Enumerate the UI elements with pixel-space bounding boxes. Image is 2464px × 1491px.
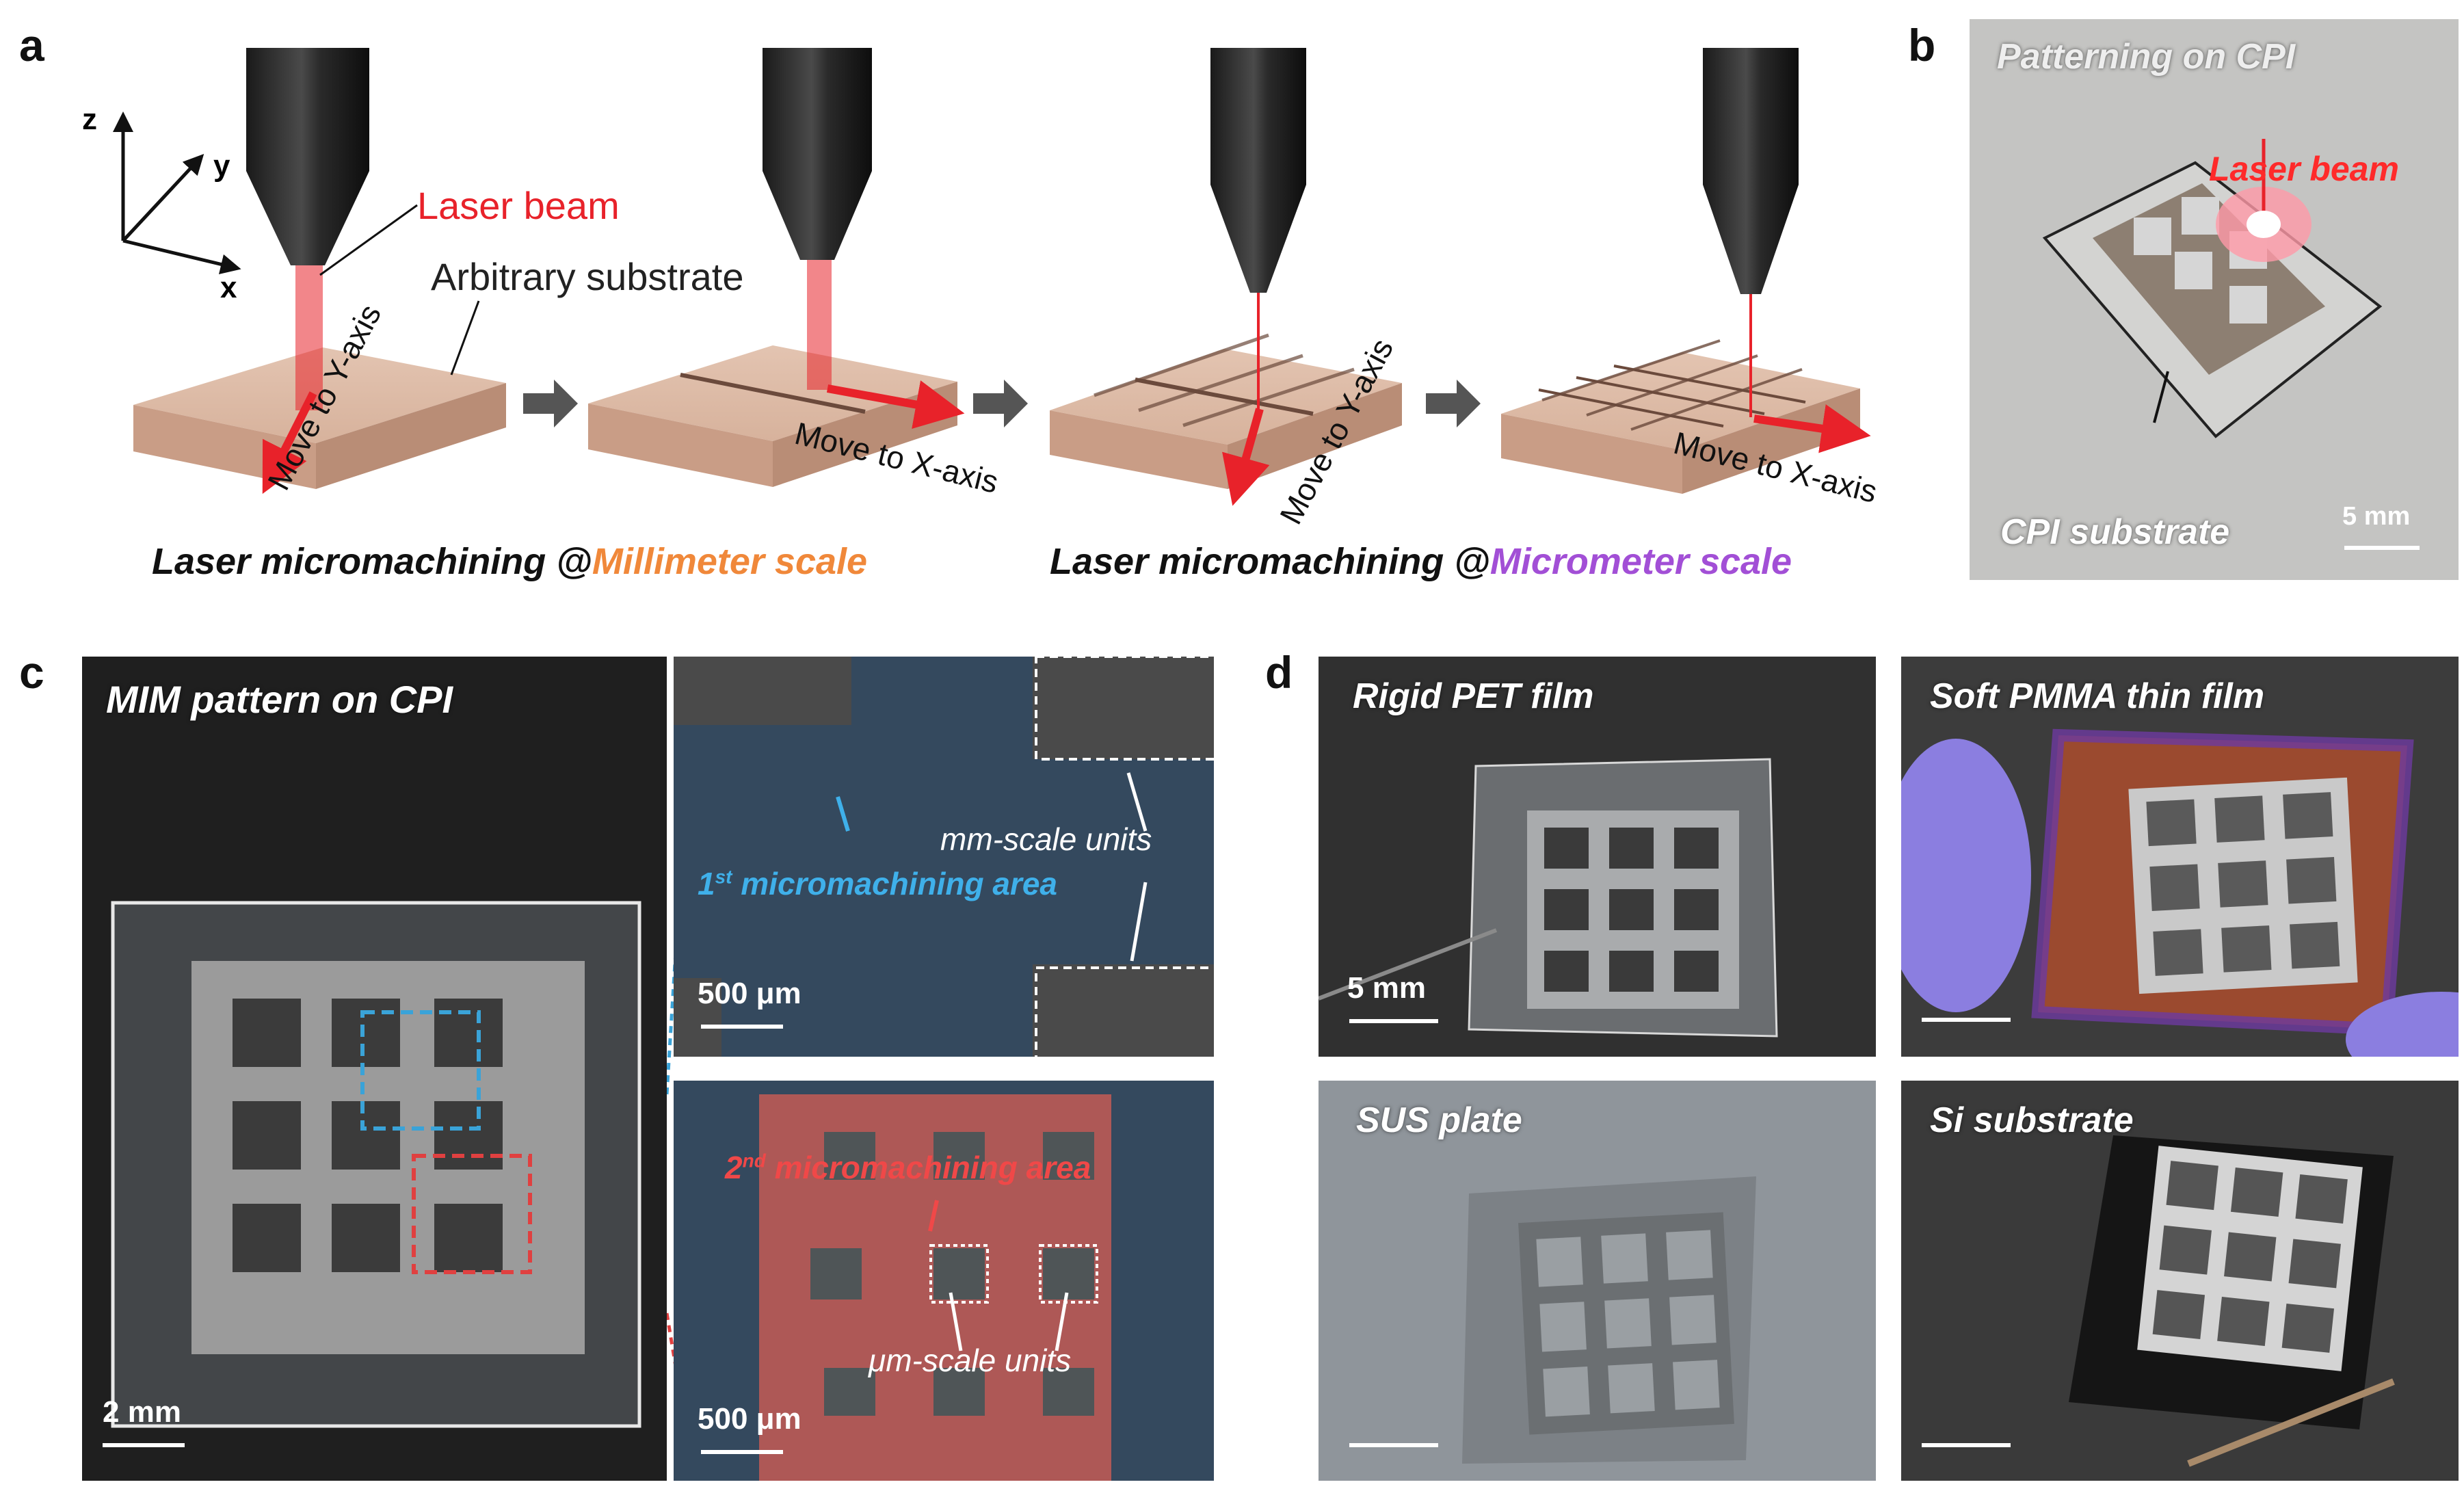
axis-z-label: z: [82, 103, 97, 136]
panel-c-scale-bar: [103, 1443, 185, 1447]
panel-d-pet-title: Rigid PET film: [1353, 676, 1594, 716]
bottom-inset-scale-bar: [701, 1450, 783, 1454]
laser-beam-1: [295, 265, 323, 410]
arbitrary-substrate-label: Arbitrary substrate: [431, 255, 744, 298]
panel-c-title: MIM pattern on CPI: [106, 678, 453, 721]
panel-c-top-inset: 1st micromachining area mm-scale units 5…: [674, 657, 1214, 1057]
top-inset-scale-label: 500 μm: [698, 977, 802, 1010]
panel-c-scale-label: 2 mm: [103, 1395, 181, 1429]
panel-d-sus-scale-bar: [1349, 1443, 1438, 1447]
nozzle-1: [246, 48, 369, 265]
top-inset-scale-bar: [701, 1025, 783, 1029]
substrate-block-4: [1501, 339, 1860, 494]
step-arrow-1: [523, 380, 578, 427]
panel-d-pmma-title: Soft PMMA thin film: [1930, 676, 2265, 716]
panel-b-title: Patterning on CPI: [1997, 37, 2296, 77]
caption-millimeter: Laser micromachining @Millimeter scale: [152, 541, 868, 582]
arrow-x-1: [826, 380, 965, 429]
laser-beam-2: [807, 260, 832, 390]
panel-b-laser-beam: Laser beam: [2209, 150, 2399, 188]
panel-b-scale-label: 5 mm: [2342, 502, 2411, 531]
panel-d-pet-scale-bar: [1349, 1019, 1438, 1023]
panel-d-pmma-scale-bar: [1922, 1018, 2011, 1022]
panel-d-sus-title: SUS plate: [1356, 1100, 1522, 1140]
caption-micrometer: Laser micromachining @Micrometer scale: [1050, 541, 1792, 582]
panel-d-sus-photo: SUS plate: [1319, 1081, 1876, 1481]
substrate-block-2: [588, 345, 957, 487]
panel-label-b: b: [1908, 20, 1936, 70]
um-scale-units-label: μm-scale units: [869, 1343, 1072, 1378]
panel-c-main-photo: MIM pattern on CPI 2 mm: [82, 657, 667, 1481]
panel-b-cpi-substrate: CPI substrate: [2000, 512, 2230, 552]
second-micromachining-area: 2nd micromachining area: [725, 1150, 1091, 1185]
panel-label-a: a: [19, 20, 44, 70]
panel-b-scale-bar: [2344, 546, 2420, 550]
step-arrow-3: [1426, 380, 1481, 427]
panel-a-illustration: [113, 48, 1871, 506]
panel-d-pmma-photo: Soft PMMA thin film: [1901, 657, 2459, 1057]
nozzle-2: [763, 48, 872, 260]
panel-b-photo: Patterning on CPI Laser beam CPI substra…: [1970, 19, 2459, 580]
arrow-y-2: [1222, 408, 1270, 506]
laser-beam-label: Laser beam: [417, 184, 620, 227]
panel-d-si-title: Si substrate: [1930, 1100, 2134, 1140]
axis-x-label: x: [220, 271, 237, 304]
panel-label-c: c: [19, 647, 44, 698]
nozzle-3: [1210, 48, 1306, 293]
arrow-x-2: [1753, 404, 1871, 453]
panel-d-si-scale-bar: [1922, 1443, 2011, 1447]
panel-d-pet-scale-label: 5 mm: [1347, 971, 1426, 1005]
panel-label-d: d: [1265, 647, 1293, 698]
step-arrow-2: [973, 380, 1028, 427]
axis-y-label: y: [213, 149, 230, 183]
substrate-block-3: [1050, 333, 1402, 489]
panel-d-pet-photo: Rigid PET film 5 mm: [1319, 657, 1876, 1057]
first-micromachining-area: 1st micromachining area: [698, 866, 1057, 901]
nozzle-4: [1703, 48, 1799, 294]
pattern-grid: [233, 999, 503, 1272]
panel-d-si-photo: Si substrate: [1901, 1081, 2459, 1481]
panel-c-bottom-inset: 2nd micromachining area μm-scale units 5…: [674, 1081, 1214, 1481]
bottom-inset-scale-label: 500 μm: [698, 1402, 802, 1436]
mm-scale-units-label: mm-scale units: [940, 821, 1152, 857]
arrow-y-1: [262, 391, 317, 494]
axes-icon: [113, 111, 241, 275]
